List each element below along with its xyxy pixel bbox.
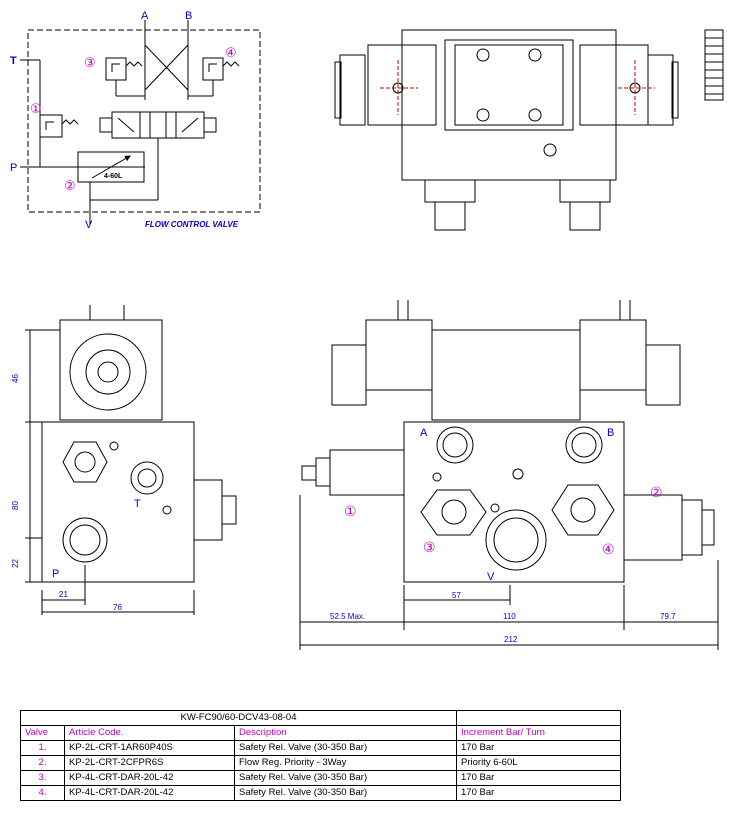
port-p-label: P [10, 162, 17, 174]
top-left-solenoid [367, 44, 437, 126]
front-right-solenoid [579, 319, 647, 391]
flow-regulator-symbol [77, 151, 145, 183]
marker-4: ④ [225, 45, 237, 60]
cell-article: KP-4L-CRT-DAR-20L-42 [64, 785, 235, 801]
marker-2: ② [64, 178, 76, 193]
relief-valve-3-symbol [105, 57, 127, 81]
marker-1: ① [30, 101, 42, 116]
cell-description: Safety Rel. Valve (30-350 Bar) [233, 785, 458, 801]
side-solenoid-coil [69, 333, 147, 411]
top-view [334, 29, 724, 231]
front-view [299, 300, 719, 650]
top-right-solenoid [579, 44, 649, 126]
front-label-b: B [607, 427, 614, 439]
dcv-center-section [139, 111, 177, 139]
cell-increment: 170 Bar [456, 740, 622, 756]
header-article-code: Article Code. [64, 725, 235, 741]
side-adjust-fitting [193, 479, 223, 541]
relief-valve-4-symbol [202, 57, 224, 81]
table-header-row: Valve Article Code. Description Incremen… [20, 725, 622, 741]
front-view-labels: A B V ① ② ③ ④ 57 52.5 Max. 110 79.7 212 [330, 427, 676, 644]
cell-article: KP-4L-CRT-DAR-20L-42 [64, 770, 235, 786]
front-relief-valve-1 [329, 449, 405, 496]
cell-increment: 170 Bar [456, 785, 622, 801]
parts-table: KW-FC90/60-DCV43-08-04 Valve Article Cod… [19, 710, 622, 801]
front-marker-3: ③ [423, 539, 436, 555]
front-port-a [436, 426, 474, 464]
side-port-nut [62, 441, 108, 483]
front-marker-2: ② [650, 484, 663, 500]
side-solenoid-body [59, 319, 163, 421]
front-marker-1: ① [344, 503, 357, 519]
port-a-label: A [141, 10, 149, 22]
table-row: 2. KP-2L-CRT-2CFPR6S Flow Reg. Priority … [20, 755, 622, 771]
cell-valve: 4. [20, 785, 65, 801]
front-label-a: A [420, 427, 428, 439]
front-relief-valve-4 [551, 484, 615, 536]
dim-46: 46 [11, 374, 20, 383]
cell-increment: Priority 6-60L [456, 755, 622, 771]
cell-valve: 3. [20, 770, 65, 786]
top-center-block [444, 39, 574, 131]
cell-valve: 1. [20, 740, 65, 756]
front-port-v [485, 509, 547, 571]
port-v-label: V [85, 219, 93, 231]
table-title-row: KW-FC90/60-DCV43-08-04 [19, 710, 622, 726]
front-port-b [565, 426, 603, 464]
side-port-p [62, 517, 108, 563]
table-title-blank [456, 710, 622, 726]
front-label-v: V [487, 571, 495, 583]
cell-description: Safety Rel. Valve (30-350 Bar) [233, 740, 458, 756]
relief-valve-1-symbol [39, 114, 63, 138]
marker-3: ③ [84, 55, 96, 70]
dim-212: 212 [504, 635, 518, 644]
dim-57: 57 [452, 591, 461, 600]
header-description: Description [233, 725, 458, 741]
cell-description: Safety Rel. Valve (30-350 Bar) [233, 770, 458, 786]
cell-description: Flow Reg. Priority - 3Way [233, 755, 458, 771]
cell-article: KP-2L-CRT-1AR60P40S [64, 740, 235, 756]
hydraulic-schematic [20, 20, 261, 225]
schematic-labels: A B T P V FLOW CONTROL VALVE 4-60L ③ ④ ①… [10, 10, 239, 231]
top-view-body [401, 29, 617, 181]
dim-52-5: 52.5 Max. [330, 612, 365, 621]
side-label-p: P [52, 568, 59, 580]
port-b-label: B [185, 10, 192, 22]
dim-76: 76 [113, 603, 122, 612]
front-marker-4: ④ [602, 541, 615, 557]
flow-range-label: 4-60L [104, 173, 123, 180]
schematic-caption: FLOW CONTROL VALVE [145, 220, 239, 229]
side-label-t: T [134, 498, 141, 510]
dim-80: 80 [11, 501, 20, 510]
front-dcv-body [431, 329, 581, 421]
dim-22: 22 [11, 559, 20, 568]
cell-increment: 170 Bar [456, 770, 622, 786]
side-view [25, 305, 237, 615]
table-row: 4. KP-4L-CRT-DAR-20L-42 Safety Rel. Valv… [20, 785, 622, 801]
table-row: 1. KP-2L-CRT-1AR60P40S Safety Rel. Valve… [20, 740, 622, 756]
header-increment: Increment Bar/ Turn [456, 725, 622, 741]
front-flow-regulator-2 [623, 494, 683, 561]
header-valve: Valve [20, 725, 65, 741]
technical-drawing: A B T P V FLOW CONTROL VALVE 4-60L ③ ④ ①… [10, 10, 724, 650]
dim-79-7: 79.7 [660, 612, 676, 621]
dim-110: 110 [503, 612, 516, 621]
front-left-solenoid [365, 319, 433, 391]
front-relief-valve-3 [420, 489, 487, 536]
cell-valve: 2. [20, 755, 65, 771]
port-t-label: T [10, 55, 17, 67]
table-row: 3. KP-4L-CRT-DAR-20L-42 Safety Rel. Valv… [20, 770, 622, 786]
table-title: KW-FC90/60-DCV43-08-04 [19, 710, 458, 726]
dim-21: 21 [59, 590, 68, 599]
top-adjust-knob [704, 29, 724, 101]
side-view-labels: 46 80 22 21 76 T P [11, 374, 141, 612]
cell-article: KP-2L-CRT-2CFPR6S [64, 755, 235, 771]
